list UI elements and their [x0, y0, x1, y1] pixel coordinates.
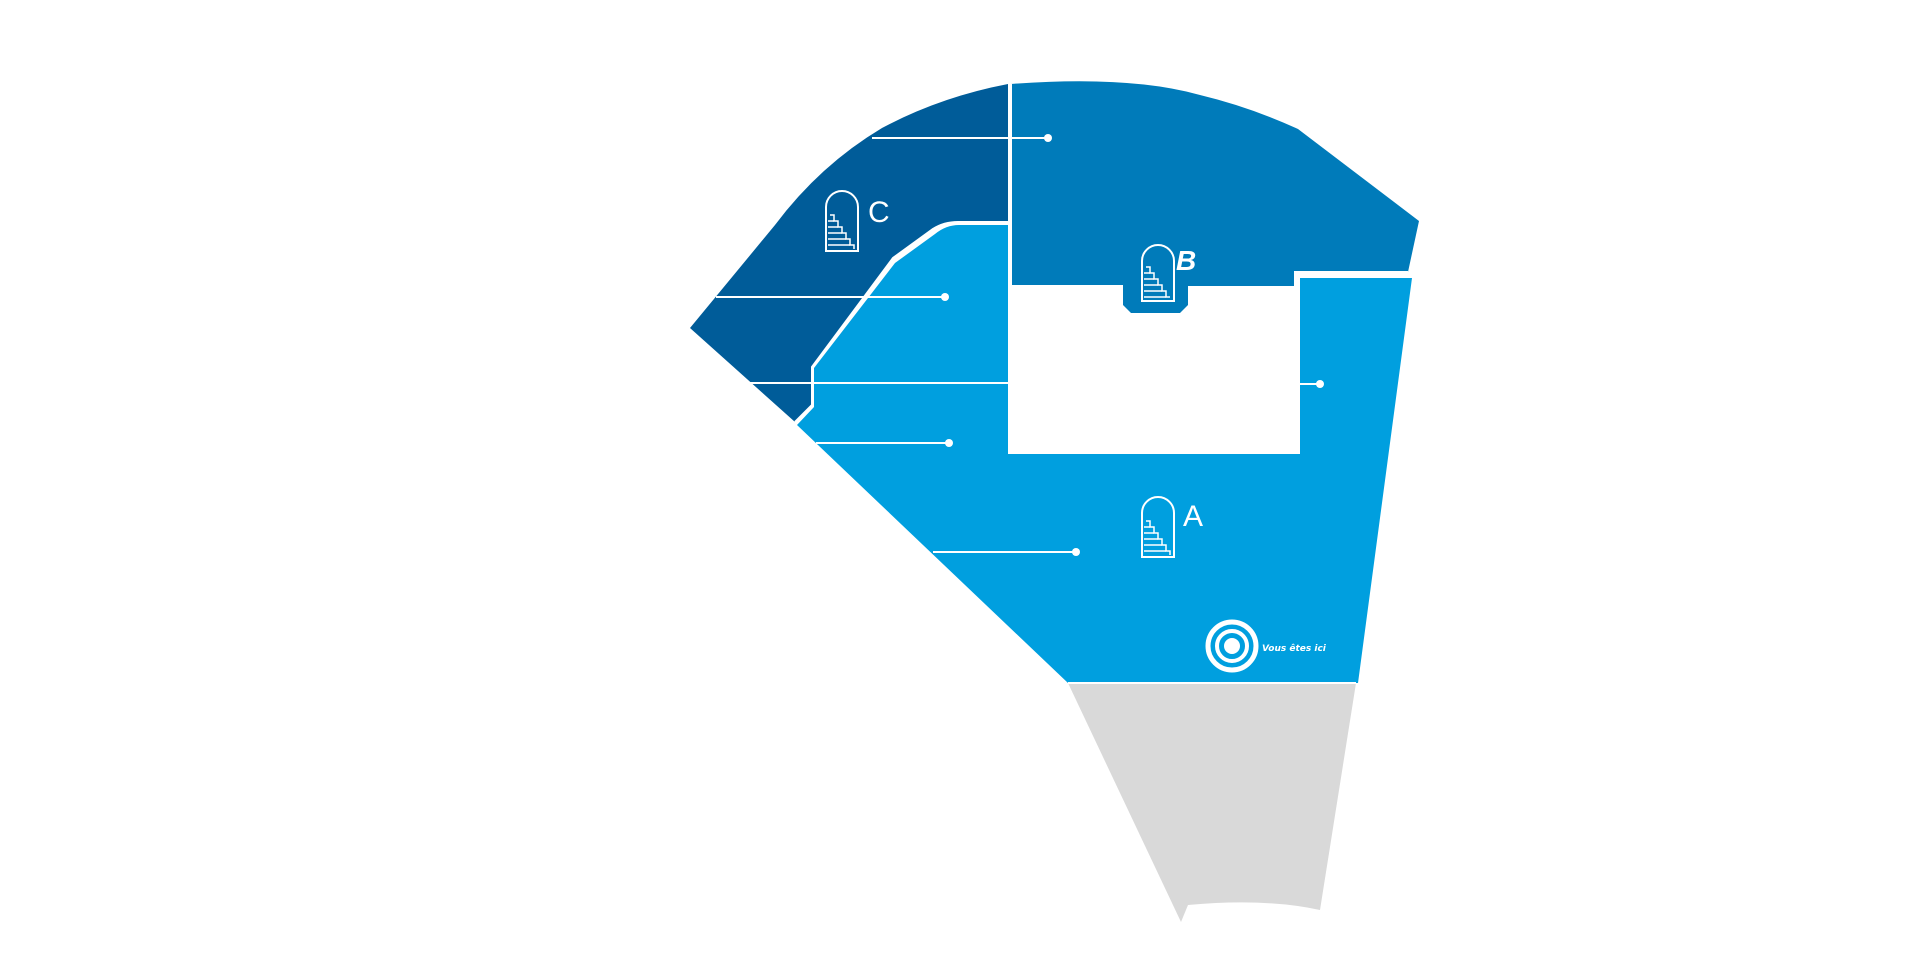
staircase-icon: [1141, 496, 1175, 558]
leader-dot: [945, 439, 953, 447]
zone-b-label: B: [1176, 245, 1196, 276]
outside-area: [1068, 683, 1356, 922]
leader-dot: [941, 293, 949, 301]
zone-a-label: A: [1183, 500, 1203, 533]
leader-lines: [716, 134, 1324, 556]
you-are-here-marker[interactable]: Vous êtes ici: [1205, 619, 1327, 673]
staircase-icon: [1141, 244, 1175, 302]
target-icon: [1205, 619, 1259, 673]
staircase-icon: [825, 190, 859, 252]
leader-dot: [1044, 134, 1052, 142]
divider-b-a: [1010, 84, 1408, 288]
leader-dot: [1316, 380, 1324, 388]
zone-c-label: C: [868, 196, 890, 229]
zone-a[interactable]: [797, 225, 1412, 683]
you-are-here-label: Vous êtes ici: [1262, 643, 1327, 654]
zone-b[interactable]: [1011, 81, 1419, 313]
leader-dot: [1072, 548, 1080, 556]
divider-c-a: [794, 221, 1008, 423]
zone-c[interactable]: [690, 84, 1008, 422]
